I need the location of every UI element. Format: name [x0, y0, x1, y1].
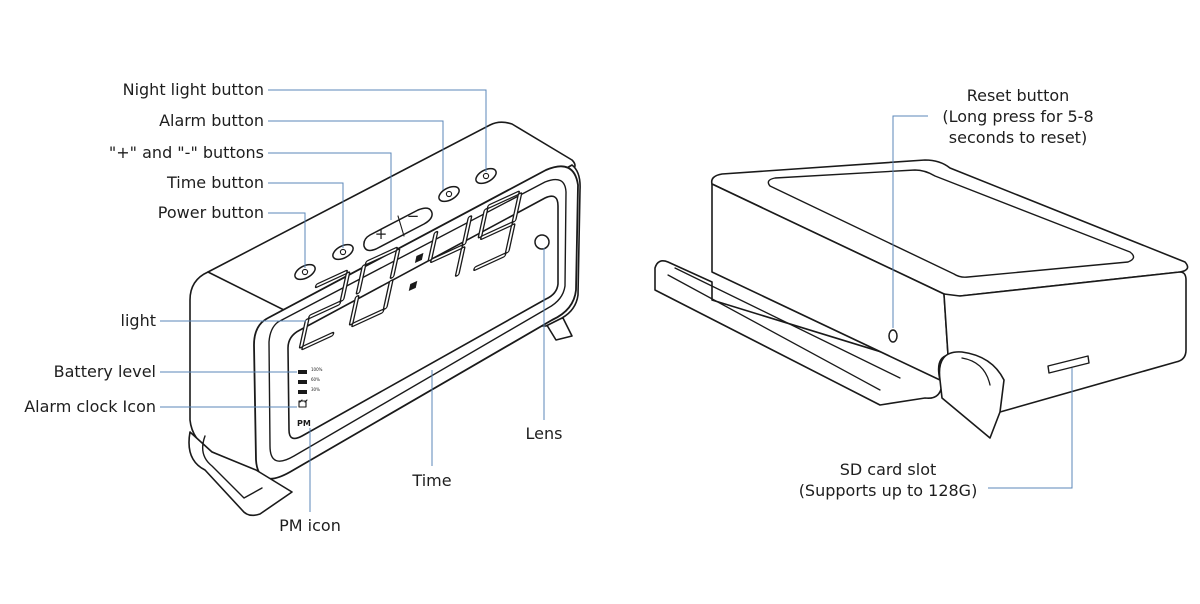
lcd-segment-highlight — [479, 209, 487, 237]
leader-reset — [892, 115, 928, 328]
leader-alarm — [268, 120, 444, 190]
lcd-segment-highlight — [384, 281, 392, 309]
rear-right-face — [943, 271, 1187, 413]
label-plus-minus-buttons: "+" and "-" buttons — [108, 143, 264, 162]
reset-hole — [888, 329, 898, 343]
label-reset-line2: (Long press for 5-8 — [942, 107, 1094, 126]
lens-circle — [534, 234, 550, 250]
lcd-segment-highlight — [431, 246, 462, 262]
rear-top-panel — [767, 169, 1135, 278]
alarm-clock-lcd-icon — [298, 399, 308, 408]
battery-indicators: 100% 60% 30% — [298, 367, 323, 394]
rear-foot-roller — [938, 351, 1005, 439]
lcd-segment-highlight — [513, 193, 521, 222]
lcd-segment-highlight — [474, 254, 505, 270]
lcd-digits — [298, 190, 523, 351]
lcd-segment-highlight — [309, 302, 340, 318]
alarm-icon — [445, 190, 453, 198]
leader-time-button — [268, 182, 344, 248]
pm-lcd-text: PM — [297, 419, 311, 428]
label-lens: Lens — [525, 424, 563, 443]
label-reset-button: Reset button (Long press for 5-8 seconds… — [908, 85, 1128, 148]
clock-front-frame — [268, 178, 567, 462]
label-night-light-button: Night light button — [122, 80, 264, 99]
battery-mark-2: 60% — [311, 377, 320, 382]
time-button-shape — [332, 243, 354, 261]
label-sd-line2: (Supports up to 128G) — [798, 481, 978, 500]
label-battery-level: Battery level — [53, 362, 156, 381]
label-power-button: Power button — [157, 203, 264, 222]
lcd-segment-highlight — [352, 310, 383, 326]
minus-symbol: − — [407, 207, 420, 225]
lcd-segment-highlight — [316, 271, 347, 287]
clock-icon — [339, 248, 347, 256]
rear-foot-curve — [961, 357, 991, 386]
lcd-segment-highlight — [302, 333, 333, 349]
battery-bar-3 — [298, 390, 307, 394]
lcd-segment-highlight — [506, 224, 514, 253]
lcd-segment-highlight — [357, 265, 365, 293]
battery-bar-1 — [298, 370, 307, 374]
lcd-segment-highlight — [350, 296, 358, 324]
label-sd-line1: SD card slot — [839, 460, 937, 479]
label-time-button: Time button — [166, 173, 264, 192]
power-icon — [301, 268, 309, 276]
lcd-segment-highlight — [429, 232, 437, 260]
battery-mark-1: 100% — [311, 367, 323, 372]
label-light: light — [120, 311, 156, 330]
lcd-segment-highlight — [488, 192, 519, 208]
label-sd-card-slot: SD card slot (Supports up to 128G) — [778, 459, 998, 501]
label-time: Time — [412, 471, 452, 490]
label-reset-line1: Reset button — [966, 86, 1070, 105]
stand-base-inner — [202, 435, 263, 499]
label-pm-icon: PM icon — [279, 516, 341, 535]
left-leader-lines — [160, 89, 545, 512]
label-alarm-clock-icon: Alarm clock Icon — [24, 397, 156, 416]
night-light-button-shape — [475, 167, 497, 185]
label-reset-line3: seconds to reset) — [948, 128, 1088, 147]
lcd-segment-highlight — [366, 248, 397, 264]
battery-mark-3: 30% — [311, 387, 320, 392]
plus-minus-button-shape — [363, 207, 433, 252]
bulb-icon — [482, 172, 490, 180]
alarm-button-shape — [438, 185, 460, 203]
lcd-segment-highlight — [481, 223, 512, 239]
clock-rear-view — [654, 159, 1189, 439]
leader-power — [268, 212, 306, 268]
leader-sd — [988, 368, 1073, 489]
lcd-segment-highlight — [391, 250, 399, 278]
battery-bar-2 — [298, 380, 307, 384]
lcd-colon-dot — [408, 280, 418, 292]
rear-stand-inner — [667, 267, 901, 391]
clock-front-view: + − 100% 60% 30% PM — [188, 121, 581, 517]
stand-base — [188, 431, 293, 517]
leader-night-light — [268, 89, 487, 172]
plus-symbol: + — [375, 225, 388, 243]
lcd-colon-dot — [414, 252, 424, 264]
sd-slot — [1047, 355, 1090, 374]
right-leader-lines — [892, 115, 1073, 489]
lcd-screen — [287, 195, 559, 440]
leader-plus-minus — [268, 152, 392, 220]
lcd-segment-highlight — [456, 247, 464, 276]
plus-minus-divider — [397, 215, 405, 237]
top-buttons: + − — [294, 167, 497, 281]
lcd-segment-highlight — [300, 319, 308, 347]
lcd-segment-highlight — [341, 273, 349, 301]
label-alarm-button: Alarm button — [159, 111, 264, 130]
power-button-shape — [294, 263, 316, 281]
lcd-segment-highlight — [463, 216, 471, 245]
